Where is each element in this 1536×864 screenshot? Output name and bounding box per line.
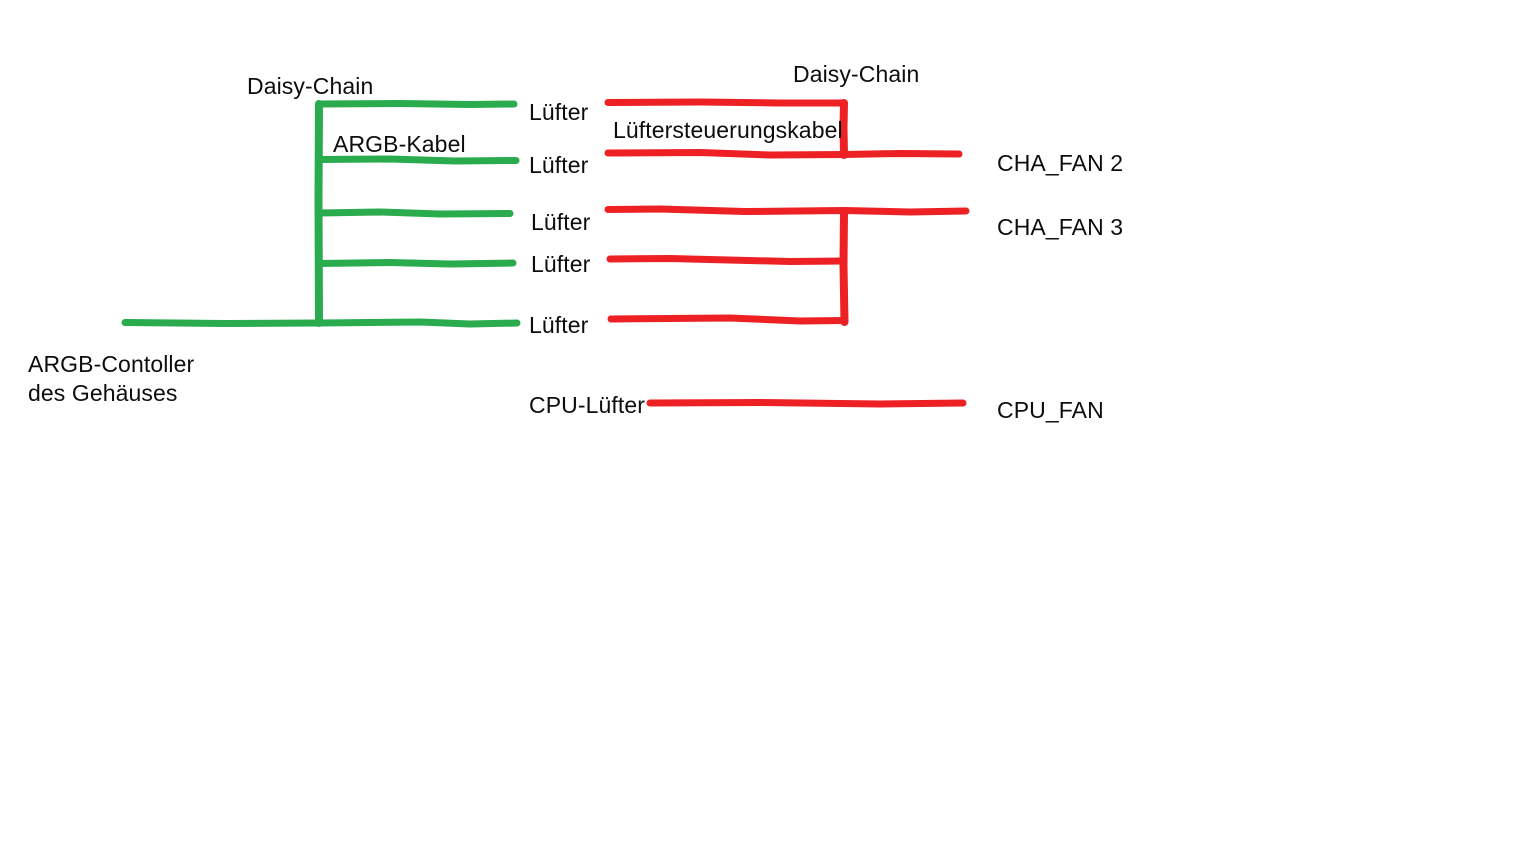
header-label-cha-fan-3: CHA_FAN 3 [997, 214, 1124, 240]
fan-label-2: Lüfter [529, 152, 589, 178]
argb-cable-label: ARGB-Kabel [333, 131, 466, 157]
fan-branch-1 [604, 98, 848, 107]
header-label-cha-fan-2: CHA_FAN 2 [997, 150, 1124, 176]
fan-control-cable-label: Lüftersteuerungskabel [613, 117, 843, 143]
fan-label-1: Lüfter [529, 99, 589, 125]
daisy-chain-label-right: Daisy-Chain [793, 61, 920, 87]
argb-branch-1 [315, 99, 518, 109]
fan-branch-4 [606, 254, 848, 266]
fan-branch-2-to-cha-fan-2 [604, 148, 963, 159]
argb-branch-2 [315, 155, 520, 165]
fan-label-5: Lüfter [529, 312, 589, 338]
argb-branch-3 [315, 208, 514, 218]
fan-branch-5 [607, 314, 849, 325]
argb-controller-label-line1: ARGB-Contoller [28, 351, 195, 377]
argb-spine-line [314, 100, 323, 327]
argb-branch-4 [315, 258, 517, 268]
cpu-fan-wire [646, 398, 967, 408]
fan-label-4: Lüfter [531, 251, 591, 277]
fan-spine-upper [839, 99, 848, 159]
cpu-fan-source-label: CPU-Lüfter [529, 392, 646, 418]
argb-controller-label-line2: des Gehäuses [28, 380, 178, 406]
argb-controller-run [121, 318, 521, 328]
argb-wire-group [121, 99, 521, 328]
fan-wire-group [604, 98, 970, 408]
fan-branch-3-to-cha-fan-3 [604, 205, 970, 216]
daisy-chain-label-left: Daisy-Chain [247, 73, 374, 99]
fan-label-3: Lüfter [531, 209, 591, 235]
fan-spine-lower [839, 207, 849, 326]
header-label-cpu-fan: CPU_FAN [997, 397, 1104, 423]
